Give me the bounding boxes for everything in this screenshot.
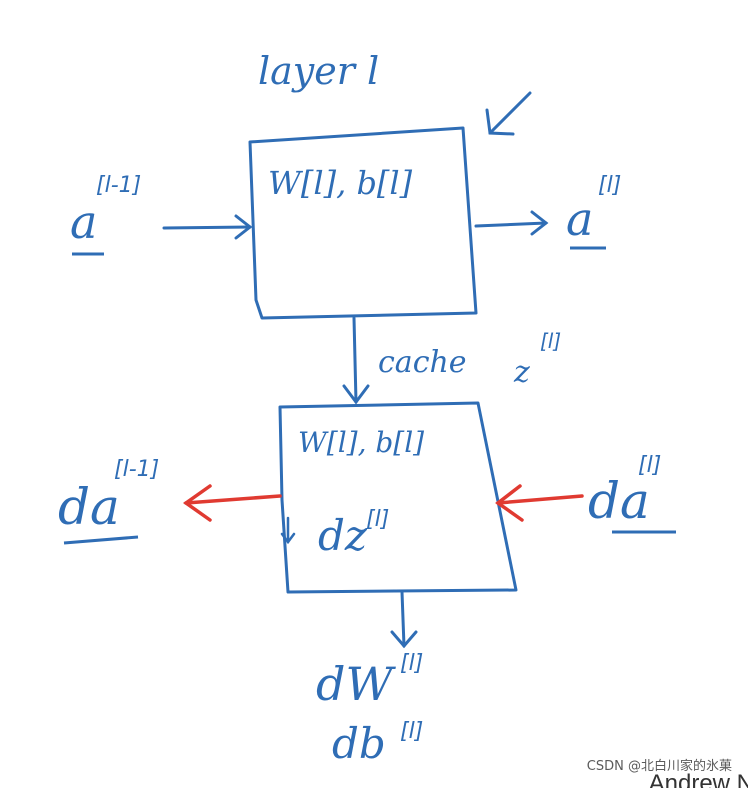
grad-out-red-arrow-icon: [182, 484, 282, 522]
forward-layer-box: [248, 126, 478, 320]
grad-in-red-arrow-icon: [495, 484, 584, 522]
backward-box-dz-superscript: [l]: [366, 507, 389, 532]
grad-b-label: db: [332, 719, 386, 768]
layer-title: layer l: [258, 49, 379, 93]
cache-label: cache: [378, 345, 467, 380]
down-arrow-icon: [390, 590, 418, 649]
input-activation: a: [70, 195, 97, 249]
grad-out-underline: [63, 535, 139, 545]
forward-box-params: W[l], b[l]: [268, 164, 413, 202]
output-arrow-icon: [474, 210, 549, 236]
grad-in-label: da: [588, 472, 650, 530]
grad-out-label: da: [58, 478, 120, 536]
cache-variable-superscript: [l]: [540, 329, 561, 353]
input-activation-superscript: [l-1]: [96, 173, 141, 198]
cache-variable: z: [513, 355, 530, 390]
grad-b-superscript: [l]: [400, 719, 423, 744]
backward-box-dz: dz: [318, 511, 368, 560]
grad-out-superscript: [l-1]: [114, 457, 159, 482]
grad-in-superscript: [l]: [638, 453, 661, 478]
backward-box-params: W[l], b[l]: [298, 426, 424, 459]
grad-w-superscript: [l]: [400, 651, 423, 676]
inner-arrow-icon: [280, 516, 296, 545]
corner-credit: Andrew N: [648, 770, 748, 788]
pointer-arrow-icon: [485, 91, 532, 136]
output-activation-superscript: [l]: [598, 173, 621, 198]
cache-arrow-icon: [342, 316, 370, 405]
grad-w-label: dW: [316, 657, 396, 711]
output-activation: a: [566, 192, 593, 246]
input-arrow-icon: [162, 214, 253, 240]
watermark: CSDN @北白川家的氷菓: [586, 759, 732, 774]
